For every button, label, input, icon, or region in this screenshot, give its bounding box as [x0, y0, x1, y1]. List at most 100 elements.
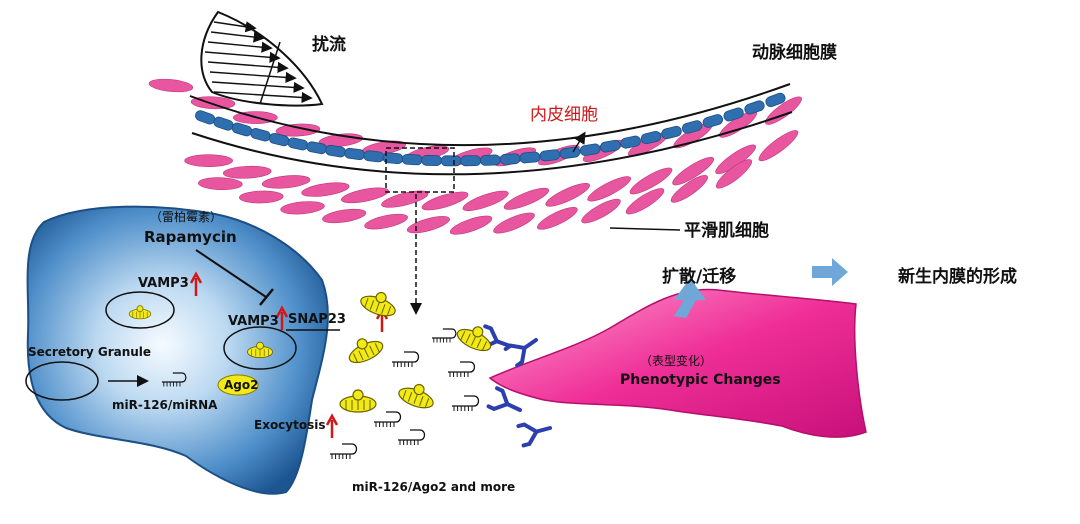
label-ago2: Ago2	[224, 378, 259, 392]
smooth-muscle-cell	[625, 188, 665, 215]
label-proliferation: 扩散/迁移	[662, 267, 737, 287]
ago2-complex	[360, 291, 396, 317]
label-artery-wall: 动脉细胞膜	[752, 43, 837, 63]
endothelial-cell	[579, 143, 601, 156]
smooth-muscle-cell	[222, 165, 272, 179]
mirna-hairpin	[432, 328, 457, 343]
smooth-muscle-cell	[493, 212, 535, 234]
endothelial-cell	[765, 92, 786, 108]
endothelial-cell	[661, 125, 682, 140]
endothelial-cell	[702, 114, 724, 128]
smooth-muscle-cell	[421, 191, 469, 211]
endothelial-cell	[681, 120, 703, 134]
endothelial-cell	[723, 107, 744, 122]
label-mirna: miR-126/miRNA	[112, 398, 218, 412]
smooth-muscle-cell	[715, 159, 753, 189]
smooth-muscle-cell	[503, 187, 550, 210]
endothelial-cell	[440, 155, 462, 167]
smooth-muscle-cell	[449, 215, 493, 235]
endothelial-cell	[421, 154, 443, 167]
receptor-icon	[516, 422, 552, 448]
ago2-complex	[456, 326, 492, 352]
mirna-hairpin	[398, 429, 426, 445]
smooth-muscle-cell	[364, 213, 408, 230]
ago2-complexes	[128, 291, 492, 413]
smooth-muscle-cell	[184, 154, 233, 167]
proliferation-arrow	[674, 278, 706, 318]
label-phenotype: Phenotypic Changes	[620, 372, 781, 388]
endothelial-cell	[250, 128, 271, 142]
smooth-muscle-cell	[545, 183, 590, 207]
endothelial-layer	[195, 92, 786, 167]
mirna-hairpin	[330, 443, 358, 459]
vesicle-vamp3-mid	[223, 326, 297, 370]
smooth-muscle-cell	[261, 175, 311, 189]
endothelial-cell	[213, 116, 234, 131]
smooth-muscle-cell	[198, 177, 243, 190]
ago2-complex	[398, 383, 434, 409]
smooth-muscle-cell	[322, 208, 367, 224]
ago2-complex	[348, 338, 384, 364]
smooth-muscle-cell	[758, 130, 799, 162]
ago2-complex-in-vesicle	[246, 341, 274, 359]
smooth-muscle-cell	[238, 190, 284, 204]
endothelial-cell	[325, 144, 346, 158]
endothelial-cell	[744, 100, 765, 115]
endothelial-cell	[519, 151, 541, 164]
ago2-badge	[217, 374, 259, 396]
endothelial-cell	[499, 153, 521, 165]
label-endothelial-cell: 内皮细胞	[530, 105, 598, 125]
smooth-muscle-cell	[670, 174, 708, 203]
zoom-box	[385, 147, 455, 193]
smooth-muscle-cell	[301, 182, 350, 197]
artery-wall-lines	[189, 83, 793, 176]
rapamycin-inhibition-line	[195, 249, 267, 298]
smooth-muscle-pointer	[609, 227, 681, 231]
smooth-muscle-cell	[537, 207, 578, 230]
label-neointima: 新生内膜的形成	[898, 267, 1017, 287]
secretory-granule-shape	[25, 361, 99, 401]
ago2-complex	[339, 389, 377, 413]
mirna-hairpin	[374, 411, 402, 427]
endothelial-cell	[401, 153, 423, 166]
label-disturbed-flow: 扰流	[312, 35, 346, 55]
endothelial-cell	[460, 155, 482, 167]
endothelial-cell	[344, 147, 365, 161]
smooth-muscle-cell	[280, 201, 325, 215]
disturbed-flow-icon	[200, 10, 324, 107]
mirna-hairpin	[162, 372, 187, 387]
mirna-hairpins	[162, 328, 480, 459]
endothelial-cell	[479, 154, 501, 166]
endothelial-cell	[620, 135, 641, 149]
smooth-muscle-cell	[629, 167, 673, 195]
endothelial-cell	[363, 150, 385, 163]
label-vamp3-top: VAMP3	[138, 276, 189, 291]
ago2-complex-in-vesicle	[128, 305, 152, 320]
endothelial-cell	[195, 110, 216, 125]
mirna-hairpin	[452, 395, 480, 411]
inhibition-bar	[259, 288, 274, 306]
label-cargo: miR-126/Ago2 and more	[352, 480, 516, 494]
endothelial-cell	[599, 139, 621, 153]
label-rapamycin-cn: （雷柏霉素）	[150, 210, 223, 224]
label-secretory-granule: Secretory Granule	[28, 345, 152, 359]
label-snap23: SNAP23	[288, 312, 346, 327]
smooth-muscle-cell	[148, 78, 194, 93]
label-exocytosis: Exocytosis	[254, 418, 326, 432]
receptor-icon	[486, 386, 522, 412]
endothelial-cell	[640, 131, 662, 145]
mirna-hairpin	[448, 361, 476, 377]
smooth-muscle-cell	[275, 123, 321, 137]
smooth-muscle-cell	[581, 198, 621, 224]
smooth-muscle-cell	[462, 190, 509, 211]
endothelial-cell	[231, 122, 253, 137]
label-phenotype-cn: （表型变化）	[640, 354, 713, 368]
endothelial-pointer	[572, 131, 586, 153]
endothelial-cell	[287, 137, 309, 151]
label-vamp3-mid: VAMP3	[228, 314, 279, 329]
vesicle-vamp3-top	[105, 291, 175, 329]
target-cell	[488, 288, 867, 438]
smooth-muscle-cell	[672, 157, 715, 186]
smooth-muscle-cell	[341, 187, 389, 204]
